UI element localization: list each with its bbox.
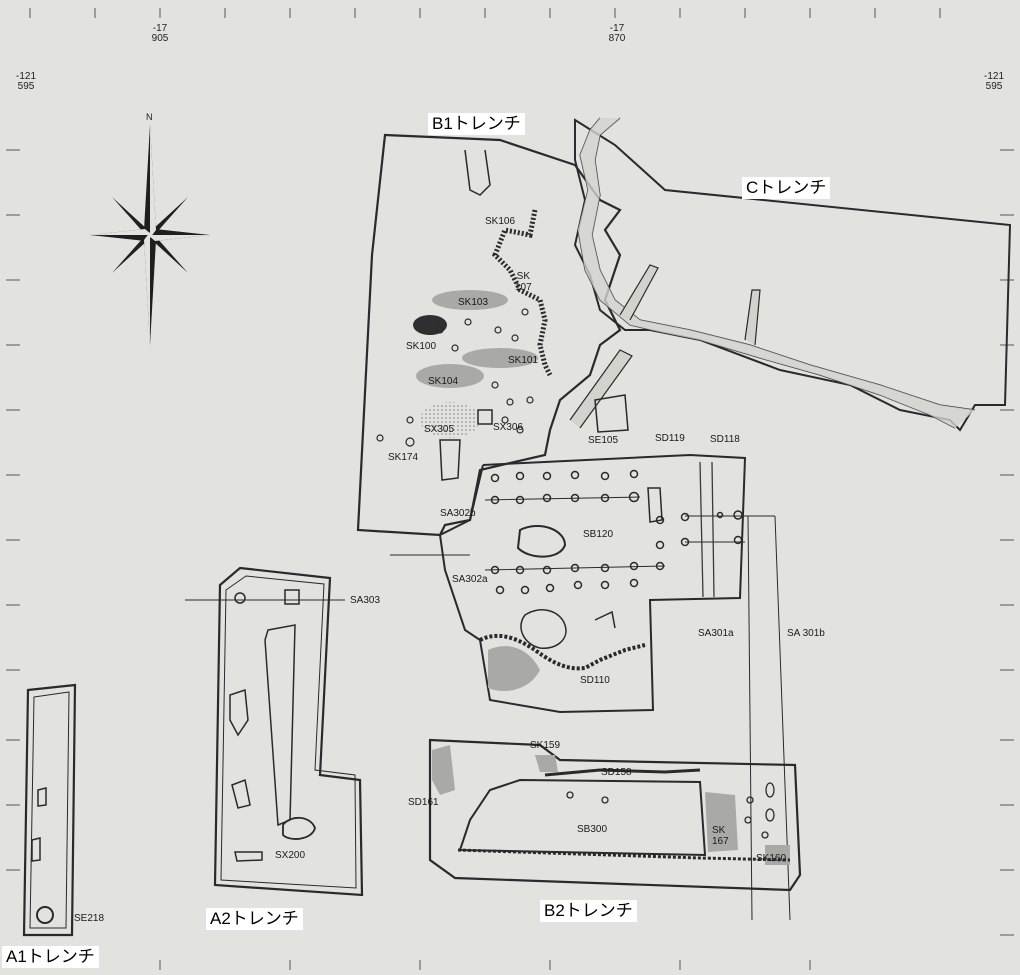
feature-label-sa301a: SA301a (698, 628, 734, 639)
feature-label-sk174: SK174 (388, 452, 419, 463)
a1-trench-outline (22, 683, 77, 937)
a2-long-trench (264, 624, 296, 827)
sx305-dots (420, 402, 480, 438)
trench-label-b2: B2トレンチ (540, 900, 637, 922)
feature-label-se218: SE218 (74, 913, 105, 924)
c-trench-outline (573, 118, 1012, 432)
a1-feature-2 (31, 837, 41, 862)
sk104-shade (416, 364, 484, 388)
sk103-shade (432, 290, 508, 310)
sd110-ditch (479, 633, 646, 671)
b1-loop-feature (464, 149, 491, 196)
coord-left: -121 595 (6, 72, 46, 92)
trench-label-a1: A1トレンチ (2, 946, 99, 968)
c-trench-spur-2 (619, 264, 659, 321)
a2-trench-outline (213, 566, 364, 897)
feature-label-sa302b: SA302b (440, 508, 476, 519)
coord-top-right-line2: 870 (608, 33, 626, 44)
feature-label-sk103: SK103 (458, 297, 489, 308)
sk100-shade (413, 315, 447, 335)
sb120-lines (484, 496, 666, 571)
sd110-bracket (594, 610, 616, 629)
trench-label-c: Cトレンチ (742, 177, 831, 199)
coord-top-left: -17 905 (140, 24, 180, 44)
feature-label-sk160: SK160 (756, 853, 787, 864)
coord-left-line2: 595 (17, 81, 35, 92)
feature-label-sk101: SK101 (508, 355, 539, 366)
feature-label-sd110: SD110 (580, 675, 610, 686)
se105-feature (594, 394, 629, 433)
feature-label-sk106: SK106 (485, 216, 516, 227)
sb120-postholes (490, 469, 743, 595)
b2-sk159-shade (535, 755, 558, 772)
coord-left-line1: -121 (15, 71, 36, 82)
feature-label-sk107: SK 107 (515, 271, 532, 293)
feature-label-sa302a: SA302a (452, 574, 488, 585)
feature-label-sd119: SD119 (655, 433, 685, 444)
a2-sa303-pit (284, 589, 300, 605)
b2-sk167-shade (705, 792, 738, 852)
a2-sx200 (282, 816, 316, 840)
a2-feature-1 (229, 688, 249, 737)
feature-label-sb120: SB120 (583, 529, 614, 540)
b2-trench-outline (428, 738, 802, 892)
sd118-channel (699, 461, 715, 598)
feature-label-sb300: SB300 (577, 824, 608, 835)
trench-label-a2: A2トレンチ (206, 908, 303, 930)
b1-lower-outline (438, 453, 747, 714)
coord-top-right-line1: -17 (609, 23, 625, 34)
feature-label-sx306: SX306 (493, 422, 524, 433)
feature-label-sd158: SD158 (601, 767, 632, 778)
feature-label-sk159: SK159 (530, 740, 561, 751)
coord-top-right: -17 870 (597, 24, 637, 44)
coord-right: -121 595 (974, 72, 1014, 92)
feature-label-se105: SE105 (588, 435, 619, 446)
sx306-box (477, 409, 493, 425)
sb120-post-box (647, 487, 663, 523)
sb120-oval (516, 525, 567, 558)
feature-label-sx200: SX200 (275, 850, 306, 861)
feature-label-sk167: SK 167 (712, 825, 729, 847)
a1-feature-1 (37, 787, 47, 807)
a1-se218 (36, 906, 54, 924)
a2-feature-2 (231, 778, 251, 809)
sk101-shade (462, 348, 538, 368)
c-trench-spur (744, 289, 761, 346)
sk174-feature (439, 439, 461, 481)
b2-sb300-outline (458, 778, 707, 857)
b2-sd158-line (544, 768, 701, 777)
feature-label-sk104: SK104 (428, 376, 459, 387)
coord-top-left-line2: 905 (151, 33, 169, 44)
compass-rose (90, 125, 210, 345)
coord-top-left-line1: -17 (152, 23, 168, 34)
sd110-basin (520, 609, 567, 649)
sd110-shade (488, 646, 540, 691)
coord-right-line2: 595 (985, 81, 1003, 92)
a2-sa303-post (234, 592, 246, 604)
feature-label-sd161: SD161 (408, 797, 439, 808)
coord-right-line1: -121 (983, 71, 1004, 82)
b2-sd161-shade (432, 745, 455, 795)
b2-east-wall (457, 848, 791, 862)
sa301-lines (685, 515, 791, 921)
c-trench-spur-3 (569, 349, 633, 429)
b1-trench-outline (356, 133, 622, 537)
feature-label-sd118: SD118 (710, 434, 740, 445)
a2-feature-3 (234, 851, 263, 862)
grid-ticks (6, 8, 1014, 970)
trench-label-b1: B1トレンチ (428, 113, 525, 135)
feature-label-sa303: SA303 (350, 595, 381, 606)
feature-label-sx305: SX305 (424, 424, 455, 435)
feature-label-sa301b: SA 301b (787, 628, 825, 639)
feature-label-sk100: SK100 (406, 341, 437, 352)
a2-trench-inner (220, 575, 357, 889)
b1-postholes (376, 308, 534, 447)
a1-trench-inner (29, 691, 70, 929)
b1-ditch (492, 209, 553, 377)
compass-north-label: N (146, 112, 153, 122)
b2-postholes (566, 782, 775, 839)
